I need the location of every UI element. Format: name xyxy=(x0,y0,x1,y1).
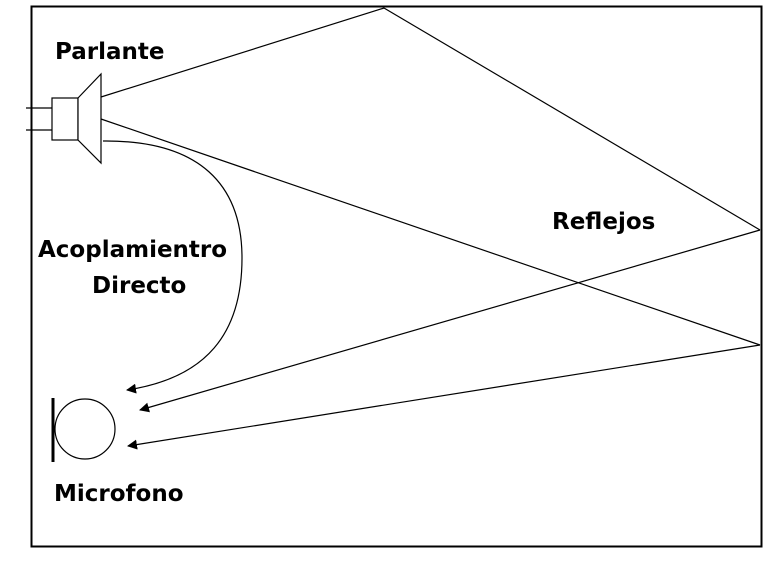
direct-coupling-label-line1: Acoplamientro xyxy=(38,237,227,263)
ray-to-ceiling xyxy=(100,7,385,98)
reflection-arrow-lower xyxy=(127,344,761,450)
speaker-label: Parlante xyxy=(55,39,164,65)
direct-coupling-label-line2: Directo xyxy=(92,273,186,299)
ray-to-wall-lower xyxy=(100,118,761,346)
microphone-icon xyxy=(51,398,116,462)
reflection-arrow-upper xyxy=(139,229,761,413)
speaker-icon xyxy=(26,72,102,165)
ray-ceiling-to-wall xyxy=(383,7,761,231)
reflection-paths xyxy=(100,7,761,450)
direct-coupling-arrow xyxy=(102,140,243,394)
room-outline xyxy=(30,5,763,548)
microphone-label: Microfono xyxy=(54,481,184,507)
reflections-label: Reflejos xyxy=(552,209,655,235)
